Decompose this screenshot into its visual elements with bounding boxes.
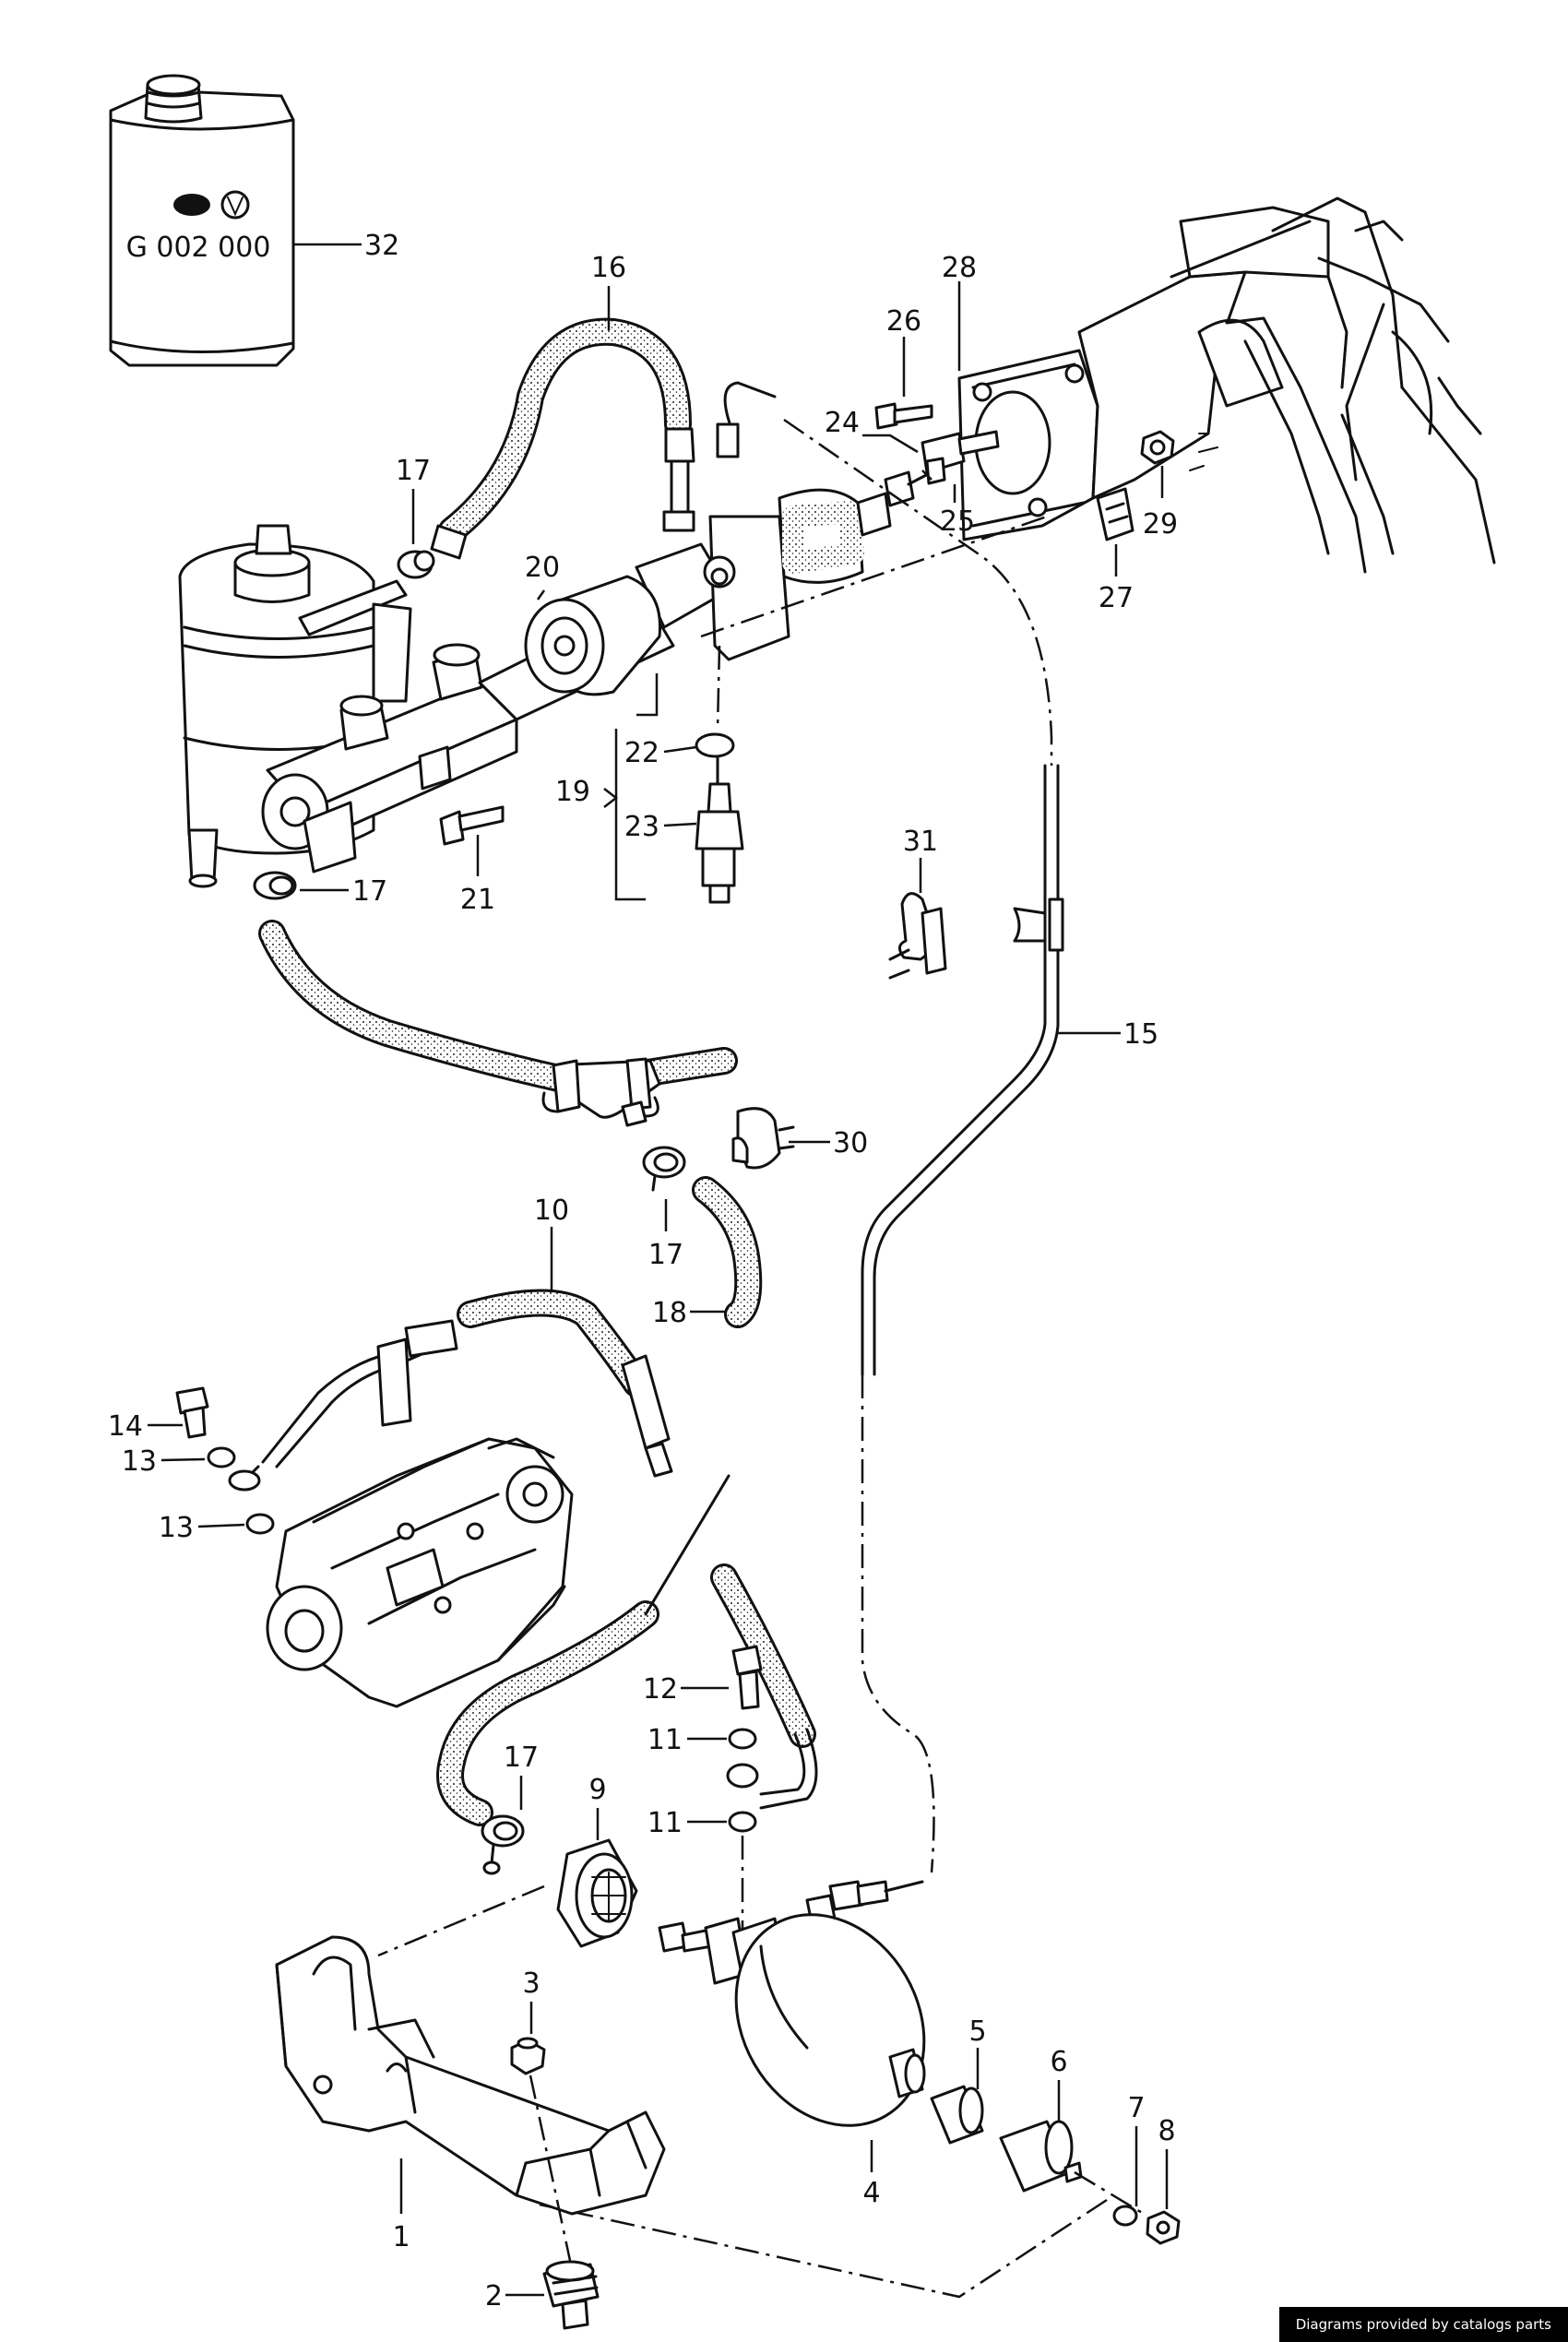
callout-24: 24 bbox=[825, 407, 860, 439]
clamp-17-mid bbox=[253, 871, 297, 900]
callout-13a: 13 bbox=[122, 1445, 157, 1478]
callout-28: 28 bbox=[942, 252, 977, 284]
callout-7: 7 bbox=[1127, 2092, 1145, 2124]
accumulator-4 bbox=[658, 1913, 926, 2127]
switch-24 bbox=[921, 430, 1000, 485]
washer-13a bbox=[207, 1446, 236, 1468]
hydraulic-fluid-can: G 002 000 bbox=[109, 74, 295, 367]
callout-3: 3 bbox=[522, 1968, 540, 2000]
credit-badge: Diagrams provided by catalogs parts bbox=[1278, 2307, 1568, 2342]
callout-16: 16 bbox=[591, 252, 626, 284]
bolt-21 bbox=[439, 805, 505, 846]
pedal-bracket bbox=[957, 196, 1496, 574]
bracket-1 bbox=[275, 1935, 666, 2216]
callout-32: 32 bbox=[364, 230, 399, 262]
callout-31: 31 bbox=[903, 826, 938, 858]
clamp-17-bottom bbox=[481, 1814, 525, 1875]
callout-20: 20 bbox=[525, 552, 560, 584]
pressure-hose-lower bbox=[710, 1563, 818, 1810]
callout-10: 10 bbox=[534, 1195, 569, 1227]
nut-29 bbox=[1140, 430, 1175, 465]
banjo-eye bbox=[726, 1763, 759, 1789]
callout-27: 27 bbox=[1099, 582, 1134, 614]
callout-22: 22 bbox=[624, 737, 659, 769]
callout-6: 6 bbox=[1050, 2046, 1067, 2078]
callout-11b: 11 bbox=[647, 1807, 683, 1839]
callout-14: 14 bbox=[108, 1410, 143, 1443]
callout-25: 25 bbox=[940, 505, 975, 538]
power-steering-pump bbox=[266, 1437, 574, 1708]
lower-hose bbox=[436, 1474, 731, 1826]
callout-18: 18 bbox=[652, 1297, 687, 1329]
pressure-switch-23 bbox=[695, 755, 744, 904]
callout-30: 30 bbox=[833, 1127, 868, 1159]
flange-block bbox=[703, 470, 933, 661]
callout-5: 5 bbox=[968, 2015, 986, 2048]
washer-22 bbox=[695, 732, 735, 758]
callout-11a: 11 bbox=[647, 1724, 683, 1756]
callout-15: 15 bbox=[1123, 1018, 1158, 1051]
clip-30 bbox=[731, 1107, 795, 1170]
callout-17c: 17 bbox=[648, 1239, 683, 1271]
seal-20 bbox=[524, 575, 662, 696]
callout-4: 4 bbox=[862, 2177, 880, 2209]
callout-8: 8 bbox=[1158, 2115, 1175, 2147]
washer-13b bbox=[245, 1513, 275, 1535]
callout-17d: 17 bbox=[504, 1742, 539, 1774]
can-label: G 002 000 bbox=[126, 232, 271, 264]
callout-17b: 17 bbox=[352, 875, 387, 908]
hose-16 bbox=[430, 317, 695, 560]
callout-12: 12 bbox=[643, 1673, 678, 1706]
grommet-9 bbox=[556, 1838, 638, 1948]
hose-18 bbox=[692, 1176, 763, 1328]
line-15-end bbox=[778, 1374, 935, 1947]
callout-23: 23 bbox=[624, 811, 659, 843]
mount-2 bbox=[542, 2260, 600, 2330]
banjo-bolt-12 bbox=[731, 1645, 763, 1710]
screw-26 bbox=[874, 402, 933, 430]
banjo-fitting bbox=[228, 1469, 261, 1492]
callout-21: 21 bbox=[460, 884, 495, 916]
clip-27 bbox=[1096, 487, 1134, 541]
callout-17a: 17 bbox=[396, 455, 431, 487]
return-hose bbox=[258, 920, 738, 1127]
bolt-14 bbox=[175, 1386, 209, 1439]
mount-6 bbox=[999, 2120, 1083, 2193]
nut-8 bbox=[1146, 2210, 1181, 2245]
washer-7 bbox=[1112, 2205, 1138, 2227]
callout-1: 1 bbox=[392, 2221, 410, 2253]
nut-3 bbox=[510, 2037, 546, 2075]
callout-9: 9 bbox=[588, 1774, 606, 1806]
washer-11a bbox=[728, 1728, 757, 1750]
callout-19: 19 bbox=[555, 776, 590, 808]
bushing-5 bbox=[930, 2085, 984, 2145]
clamp-17-upper bbox=[397, 550, 435, 579]
line-15 bbox=[783, 418, 1064, 1376]
callout-29: 29 bbox=[1143, 508, 1178, 541]
washer-11b bbox=[728, 1811, 757, 1833]
pressure-line-10 bbox=[247, 1289, 673, 1478]
callout-13b: 13 bbox=[159, 1512, 194, 1544]
callout-26: 26 bbox=[886, 305, 921, 338]
clip-31 bbox=[888, 892, 947, 980]
callout-2: 2 bbox=[485, 2280, 503, 2312]
clamp-17-lower bbox=[642, 1146, 686, 1192]
